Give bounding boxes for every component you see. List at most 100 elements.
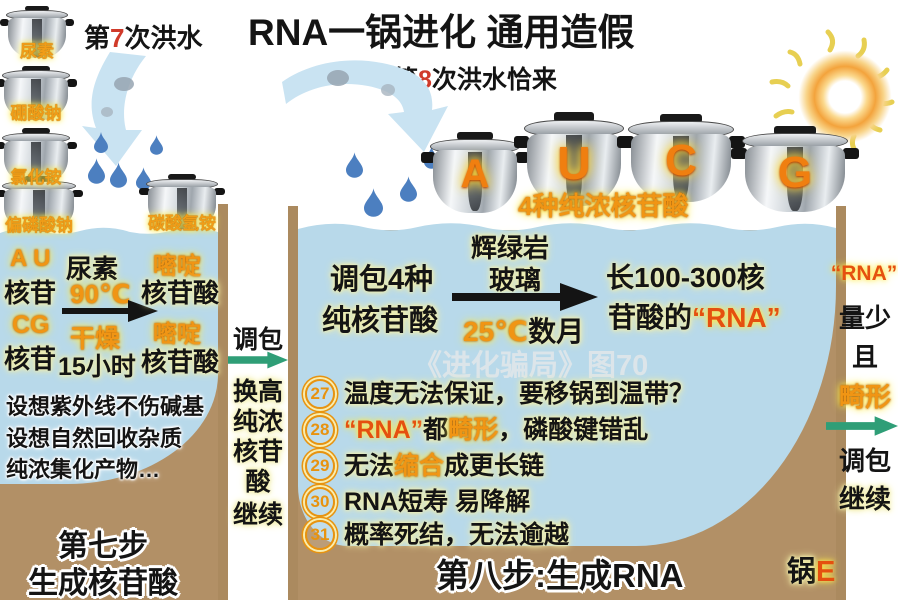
water-drop-icon: [150, 135, 163, 155]
nucleotide-letter: A: [460, 152, 490, 197]
water-drop-icon: [346, 152, 363, 178]
water-drop-icon: [110, 162, 127, 188]
water-drop-icon: [364, 188, 383, 217]
label-15-hours: 15小时: [58, 353, 136, 381]
pressure-cooker-icon-a: A: [421, 132, 529, 216]
label-urea: 尿素: [66, 254, 119, 284]
pot-label: 硼酸钠: [10, 104, 62, 124]
nucleotide-letter: C: [665, 136, 697, 186]
right-label-and: 且: [851, 342, 878, 372]
assumption-note-2: 设想自然回收杂质: [6, 426, 183, 451]
pot-handle: [514, 135, 529, 149]
main-condition-bottom: 25℃数月: [463, 310, 584, 350]
pressure-cooker-icon-u: U: [514, 112, 634, 210]
pot-handle: [0, 18, 10, 26]
left-pot-water: [0, 234, 218, 484]
reaction-arrow-icon-main: [452, 283, 598, 311]
pot-knob: [773, 126, 817, 135]
pot-label: 氯化铵: [10, 168, 62, 188]
water-drop-icon: [94, 132, 108, 153]
pot-label: 尿素: [20, 42, 54, 62]
mid-label-6: 继续: [232, 501, 283, 529]
issue-number: 31: [305, 520, 335, 550]
assumption-note-3: 纯浓集化产物…: [6, 457, 161, 482]
flood-7-number: 7: [110, 23, 125, 53]
pressure-cooker-icon-ammonium-bicarbonate: 碳酸氢铵: [138, 174, 226, 233]
pot-handle: [842, 147, 859, 160]
pot-knob: [457, 132, 493, 141]
pot-handle: [0, 141, 6, 150]
label-nucleoside-1: 核苷: [4, 278, 57, 308]
pot-handle: [66, 141, 77, 150]
right-rna-label: “RNA”: [830, 262, 898, 285]
issue-number: 27: [305, 379, 335, 409]
main-output-line-2: 苷酸的“RNA”: [608, 302, 781, 333]
pot-handle: [728, 136, 745, 149]
right-label-deformed: 畸形: [838, 382, 891, 412]
pot-body: [527, 133, 621, 207]
label-90c: 90℃: [70, 279, 131, 309]
pot-handle: [421, 152, 435, 164]
issue-item-28: 28“RNA”都畸形，磷酸键错乱: [305, 410, 648, 446]
pot-handle: [64, 18, 75, 26]
pot-handle: [731, 147, 748, 160]
main-pot-wall-left: [288, 206, 298, 600]
pressure-cooker-icon-sodium-metaphosphate: 偏磷酸钠: [0, 176, 84, 236]
issue-number: 30: [305, 487, 335, 517]
right-label-swap: 调包: [838, 446, 891, 476]
pot-body: [631, 134, 731, 203]
label-nucleotide-2: 核苷酸: [141, 347, 220, 377]
pot-handle: [617, 136, 634, 149]
mid-label-2: 换高: [232, 378, 283, 406]
pressure-cooker-icon-ammonium-chloride: 氯化铵: [0, 128, 77, 188]
pot-handle: [515, 152, 529, 164]
pot-handle: [66, 79, 77, 87]
label-nucleoside-2: 核苷: [4, 344, 57, 374]
left-pot-waterline: [0, 227, 218, 246]
label-rna-quoted: “RNA”: [692, 302, 781, 333]
label-cg: CG: [12, 311, 50, 339]
flood-7-label: 第7次洪水: [84, 23, 203, 53]
left-pot-wall: [218, 204, 228, 600]
mid-label-4: 核苷: [232, 438, 283, 466]
pot-e-label: 锅E: [787, 556, 836, 588]
main-input-line-1: 调包4种: [330, 264, 434, 296]
pot-handle: [138, 187, 150, 196]
right-label-continue: 继续: [838, 484, 891, 514]
pot-knob: [22, 66, 50, 72]
main-pot-wall-right: [836, 206, 846, 600]
label-au: A U: [10, 245, 51, 272]
pot-body: [4, 78, 68, 120]
label-nucleotide-1: 核苷酸: [141, 278, 220, 308]
step-7-subtitle: 生成核苷酸: [28, 567, 178, 600]
label-pyrimidine-2: 嘧啶: [153, 321, 201, 348]
pot-handle: [214, 187, 226, 196]
nucleotide-letter: U: [557, 136, 591, 189]
label-months: 数月: [528, 316, 585, 347]
step-8-title: 第八步:生成RNA: [436, 557, 684, 594]
label-pyrimidine-1: 嘧啶: [153, 253, 201, 280]
mid-label-3: 纯浓: [232, 408, 283, 436]
right-label-scarce: 量少: [838, 303, 891, 333]
pot-body: [7, 17, 67, 58]
pot-handle: [72, 189, 84, 198]
pot-body: [4, 188, 74, 232]
main-pot-waterline: [298, 223, 836, 242]
pressure-cooker-icon-g: G: [731, 126, 859, 216]
pressure-cooker-icon-urea: 尿素: [0, 6, 75, 62]
pot-label: 偏磷酸钠: [5, 216, 73, 236]
pot-knob: [554, 112, 594, 122]
page-title: RNA一锅进化 通用造假: [248, 12, 635, 53]
water-drop-icon: [88, 158, 105, 184]
step-7-title: 第七步: [58, 530, 148, 563]
pot-handle: [0, 79, 6, 87]
pot-knob: [659, 114, 703, 124]
pot-body: [745, 145, 845, 213]
issue-number: 28: [305, 415, 335, 445]
pot-body: [148, 186, 216, 230]
pot-body: [432, 150, 518, 213]
